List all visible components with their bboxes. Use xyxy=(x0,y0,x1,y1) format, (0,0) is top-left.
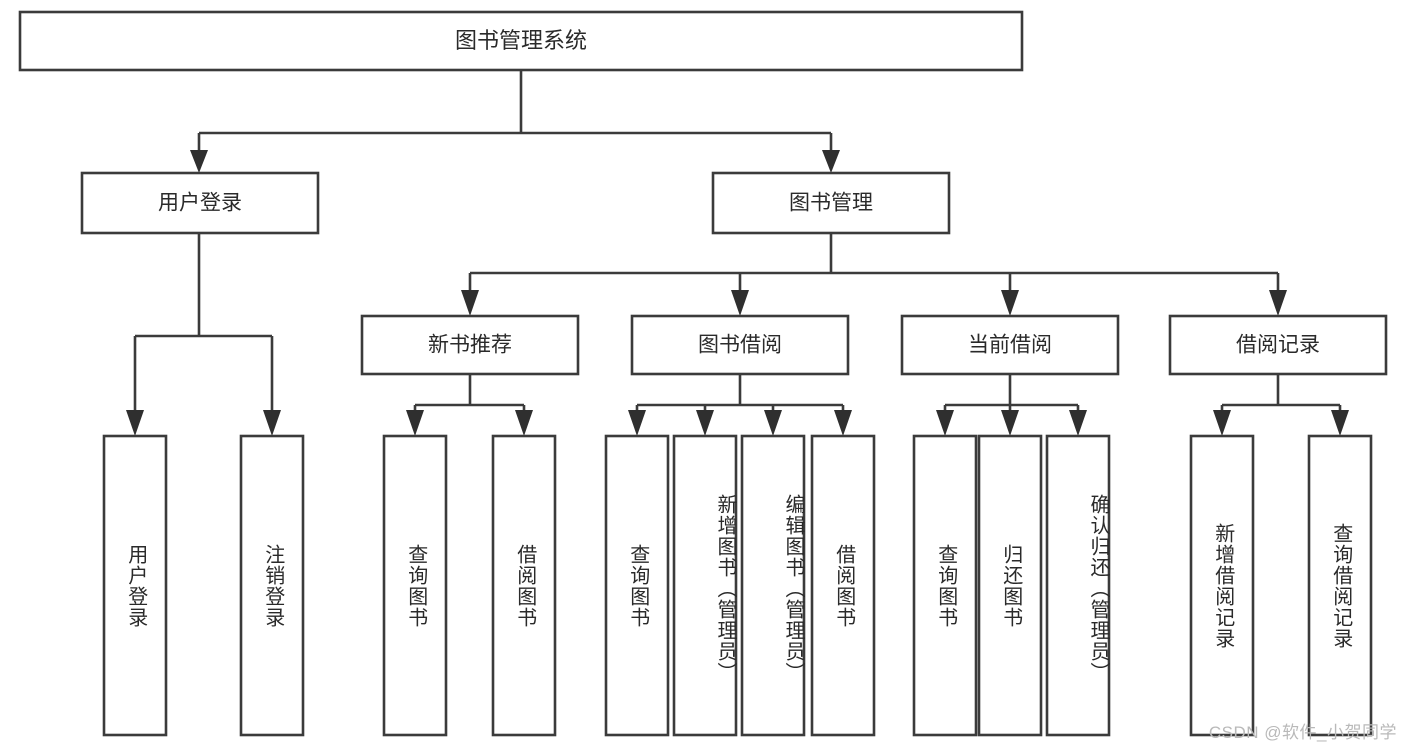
node-book-borrow[interactable]: 图书借阅 xyxy=(630,314,850,376)
leaf-box-bb-add-book[interactable] xyxy=(672,434,738,737)
arrowhead-bb-leaf-3 xyxy=(764,410,782,436)
leaf-box-bb-query-book[interactable] xyxy=(604,434,670,737)
node-user-login-label: 用户登录 xyxy=(158,192,242,215)
arrowhead-user-login xyxy=(190,150,208,173)
node-book-management[interactable]: 图书管理 xyxy=(711,171,951,235)
arrowhead-cb-leaf-3 xyxy=(1069,410,1087,436)
node-book-borrow-box[interactable] xyxy=(630,314,850,376)
arrowhead-current-borrow xyxy=(1001,290,1019,316)
arrowhead-book-borrow xyxy=(731,290,749,316)
node-root[interactable]: 图书管理系统 xyxy=(18,10,1024,72)
leaf-box-nb-query-book[interactable] xyxy=(382,434,448,737)
node-book-management-box[interactable] xyxy=(711,171,951,235)
connectors-new-book-to-leaves xyxy=(406,374,533,436)
node-current-borrow[interactable]: 当前借阅 xyxy=(900,314,1120,376)
node-current-borrow-box[interactable] xyxy=(900,314,1120,376)
node-root-label: 图书管理系统 xyxy=(455,28,587,53)
leaf-box-cb-query-book[interactable] xyxy=(912,434,978,737)
arrowhead-bb-leaf-4 xyxy=(834,410,852,436)
connectors-current-borrow-to-leaves xyxy=(936,374,1087,436)
node-user-login[interactable]: 用户登录 xyxy=(80,171,320,235)
arrowhead-br-leaf-1 xyxy=(1213,410,1231,436)
node-new-book-recommend-label: 新书推荐 xyxy=(428,334,512,357)
node-new-book-recommend[interactable]: 新书推荐 xyxy=(360,314,580,376)
connectors-borrow-record-to-leaves xyxy=(1213,374,1349,436)
arrowhead-nb-leaf-2 xyxy=(515,410,533,436)
connectors-book-mgmt-to-level2 xyxy=(461,233,1287,316)
node-borrow-record-box[interactable] xyxy=(1168,314,1388,376)
leaf-box-nb-borrow-book[interactable] xyxy=(491,434,557,737)
connectors-book-borrow-to-leaves xyxy=(628,374,852,436)
arrowhead-ul-leaf-2 xyxy=(263,410,281,436)
arrowhead-bb-leaf-2 xyxy=(696,410,714,436)
node-book-borrow-label: 图书借阅 xyxy=(698,334,782,357)
arrowhead-new-book xyxy=(461,290,479,316)
node-new-book-recommend-box[interactable] xyxy=(360,314,580,376)
node-borrow-record[interactable]: 借阅记录 xyxy=(1168,314,1388,376)
arrowhead-book-mgmt xyxy=(822,150,840,173)
leaf-box-logout[interactable] xyxy=(239,434,305,737)
arrowhead-borrow-record xyxy=(1269,290,1287,316)
arrowhead-nb-leaf-1 xyxy=(406,410,424,436)
leaf-box-bb-edit-book[interactable] xyxy=(740,434,806,737)
connectors-root-to-level1 xyxy=(190,70,840,173)
leaf-box-br-add-record[interactable] xyxy=(1189,434,1255,737)
node-user-login-box[interactable] xyxy=(80,171,320,235)
csdn-watermark: CSDN @软件_小贺同学 xyxy=(1208,723,1397,742)
leaf-box-user-login[interactable] xyxy=(102,434,168,737)
leaf-box-br-query-record[interactable] xyxy=(1307,434,1373,737)
arrowhead-cb-leaf-2 xyxy=(1001,410,1019,436)
arrowhead-cb-leaf-1 xyxy=(936,410,954,436)
connectors-user-login-to-leaves xyxy=(126,233,281,436)
arrowhead-ul-leaf-1 xyxy=(126,410,144,436)
node-root-box[interactable] xyxy=(18,10,1024,72)
leaf-box-cb-confirm-return[interactable] xyxy=(1045,434,1111,737)
arrowhead-bb-leaf-1 xyxy=(628,410,646,436)
leaf-box-bb-borrow-book[interactable] xyxy=(810,434,876,737)
leaf-box-cb-return-book[interactable] xyxy=(977,434,1043,737)
node-current-borrow-label: 当前借阅 xyxy=(968,334,1052,357)
node-book-management-label: 图书管理 xyxy=(789,192,873,215)
node-borrow-record-label: 借阅记录 xyxy=(1236,334,1320,357)
arrowhead-br-leaf-2 xyxy=(1331,410,1349,436)
